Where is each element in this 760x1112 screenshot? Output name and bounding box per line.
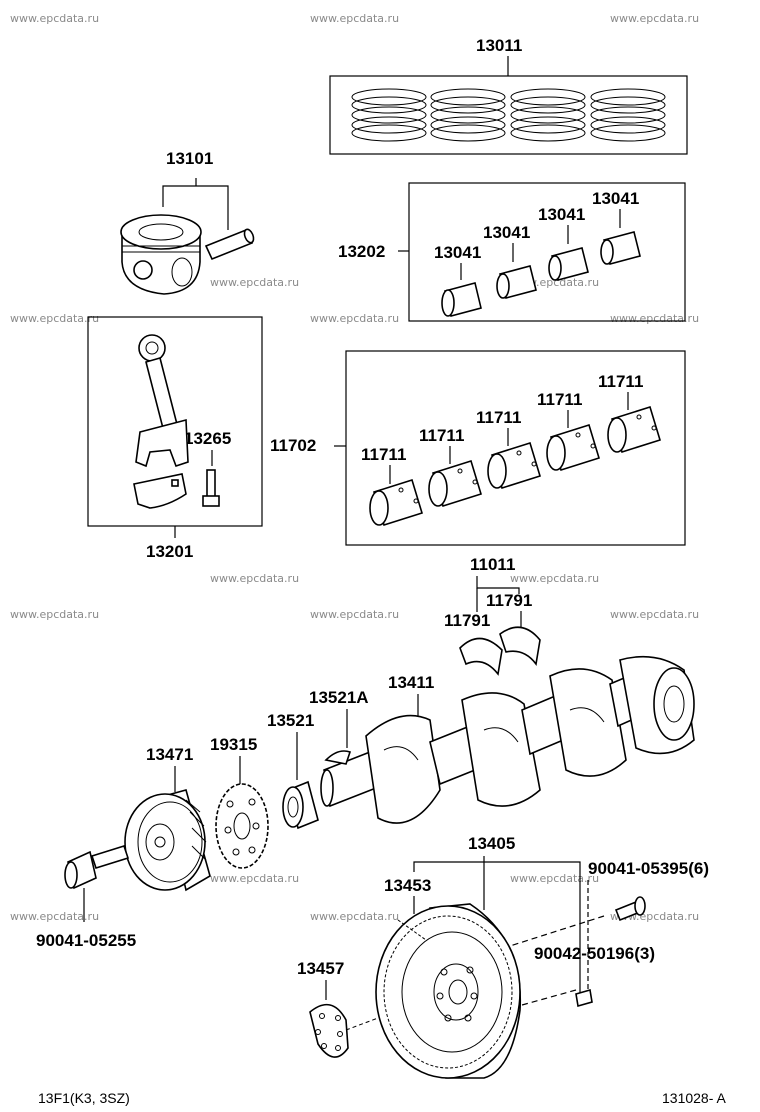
part-number-13202[interactable]: 13202	[338, 242, 385, 261]
bearing-shell-icon	[600, 231, 641, 265]
ring-stack	[590, 88, 666, 142]
part-number-13405[interactable]: 13405	[468, 834, 515, 853]
crankshaft-timing-gear[interactable]: 13521	[267, 711, 319, 830]
watermark: www.epcdata.ru	[210, 872, 299, 885]
timing-rotor[interactable]: 19315	[210, 735, 269, 869]
piston-icon	[120, 214, 202, 295]
main-bearing-shell-icon	[487, 441, 541, 490]
part-number-13011[interactable]: 13011	[476, 36, 522, 55]
watermark: www.epcdata.ru	[210, 276, 299, 289]
part-number-19315[interactable]: 19315	[210, 735, 257, 754]
part-number-90041-05395-6[interactable]: 90041-05395(6)	[588, 859, 709, 878]
watermark: www.epcdata.ru	[610, 608, 699, 621]
bolt-icon	[64, 845, 130, 890]
flywheel-assembly[interactable]: 13405 13453 90041-05395(6) 90042-50196(3…	[375, 834, 709, 1079]
pulley-icon	[124, 789, 211, 892]
plate-icon	[309, 1003, 379, 1058]
ring-stack	[510, 88, 586, 142]
main-bearing-shell-icon	[369, 478, 423, 527]
part-number-13041[interactable]: 13041	[592, 189, 639, 208]
rod-cap-icon	[133, 473, 187, 509]
sensor-plate-icon	[215, 783, 269, 869]
part-number-13041[interactable]: 13041	[483, 223, 530, 242]
watermark: www.epcdata.ru	[510, 572, 599, 585]
ring-stack	[430, 88, 506, 142]
part-number-90041-05255[interactable]: 90041-05255	[36, 931, 136, 950]
rod-bolt-icon	[202, 469, 220, 507]
leader-line	[413, 861, 581, 1004]
rod-bearing-set[interactable]: 13202 13041 13041 13041 13041	[338, 182, 686, 322]
part-number-11711[interactable]: 11711	[537, 390, 582, 409]
watermark: www.epcdata.ru	[510, 872, 599, 885]
main-bearing-set[interactable]: 11702 11711 11711 11711 11711 11711	[270, 350, 686, 546]
crankshaft-icon	[320, 655, 695, 824]
ring-stack	[351, 88, 427, 142]
watermark: www.epcdata.ru	[310, 12, 399, 25]
bearing-shell-icon	[496, 265, 537, 299]
part-number-11791[interactable]: 11791	[486, 591, 532, 610]
part-number-11702[interactable]: 11702	[270, 436, 316, 455]
part-number-13041[interactable]: 13041	[434, 243, 481, 262]
rod-bearing-set-box	[408, 182, 686, 322]
bearing-shell-icon	[548, 247, 589, 281]
connecting-rod-icon	[135, 334, 189, 468]
part-number-11011[interactable]: 11011	[470, 555, 515, 574]
piston[interactable]: 13101	[120, 149, 255, 295]
gear-icon	[282, 780, 319, 830]
part-number-13201[interactable]: 13201	[146, 542, 193, 561]
footer-figure-code: 131028- A	[662, 1090, 726, 1106]
main-bearing-shell-icon	[546, 423, 600, 472]
watermark: www.epcdata.ru	[10, 12, 99, 25]
part-number-13471[interactable]: 13471	[146, 745, 193, 764]
leader-line	[509, 915, 605, 947]
watermark: www.epcdata.ru	[310, 910, 399, 923]
piston-ring-set[interactable]: 13011	[329, 36, 688, 155]
watermark: www.epcdata.ru	[310, 312, 399, 325]
connecting-rod-assembly[interactable]: 13201 13265	[87, 316, 263, 561]
part-number-13457[interactable]: 13457	[297, 959, 344, 978]
part-number-13453[interactable]: 13453	[384, 876, 431, 895]
bearing-shell-icon	[441, 282, 482, 317]
part-number-11711[interactable]: 11711	[361, 445, 406, 464]
piston-ring-set-box	[329, 75, 688, 155]
part-number-13265[interactable]: 13265	[184, 429, 231, 448]
part-number-11711[interactable]: 11711	[598, 372, 643, 391]
watermark: www.epcdata.ru	[610, 312, 699, 325]
pulley-bolt[interactable]: 90041-05255	[36, 845, 136, 950]
part-number-11711[interactable]: 11711	[419, 426, 464, 445]
thrust-washer-icon	[499, 626, 541, 666]
part-number-11711[interactable]: 11711	[476, 408, 521, 427]
part-number-13521[interactable]: 13521	[267, 711, 314, 730]
flywheel-icon	[375, 903, 522, 1079]
main-bearing-set-box	[345, 350, 686, 546]
main-bearing-shell-icon	[428, 459, 482, 508]
dowel-pin-icon	[575, 988, 593, 1008]
flywheel-bolt-icon	[614, 896, 646, 922]
flywheel-plate[interactable]: 13457	[297, 959, 379, 1058]
thrust-washer-icon	[459, 637, 503, 676]
watermark: www.epcdata.ru	[10, 910, 99, 923]
main-bearing-shell-icon	[607, 405, 661, 454]
part-number-13101[interactable]: 13101	[166, 149, 213, 168]
thrust-washer-set[interactable]: 11011 11791 11791	[444, 555, 541, 676]
watermark: www.epcdata.ru	[610, 12, 699, 25]
part-number-90042-50196-3[interactable]: 90042-50196(3)	[534, 944, 655, 963]
part-number-11791[interactable]: 11791	[444, 611, 490, 630]
piston-pin-icon	[204, 228, 255, 261]
leader-line	[476, 576, 520, 594]
crank-pulley[interactable]: 13471	[124, 745, 211, 892]
part-number-13041[interactable]: 13041	[538, 205, 585, 224]
watermark: www.epcdata.ru	[10, 608, 99, 621]
part-number-13411[interactable]: 13411	[388, 673, 434, 692]
crankshaft[interactable]: 13411	[320, 655, 695, 824]
key-icon	[324, 750, 352, 765]
part-number-13521A[interactable]: 13521A	[309, 688, 369, 707]
footer-engine-code: 13F1(K3, 3SZ)	[38, 1090, 130, 1106]
woodruff-key[interactable]: 13521A	[309, 688, 369, 765]
watermark: www.epcdata.ru	[310, 608, 399, 621]
watermark: www.epcdata.ru	[10, 312, 99, 325]
watermark: www.epcdata.ru	[210, 572, 299, 585]
